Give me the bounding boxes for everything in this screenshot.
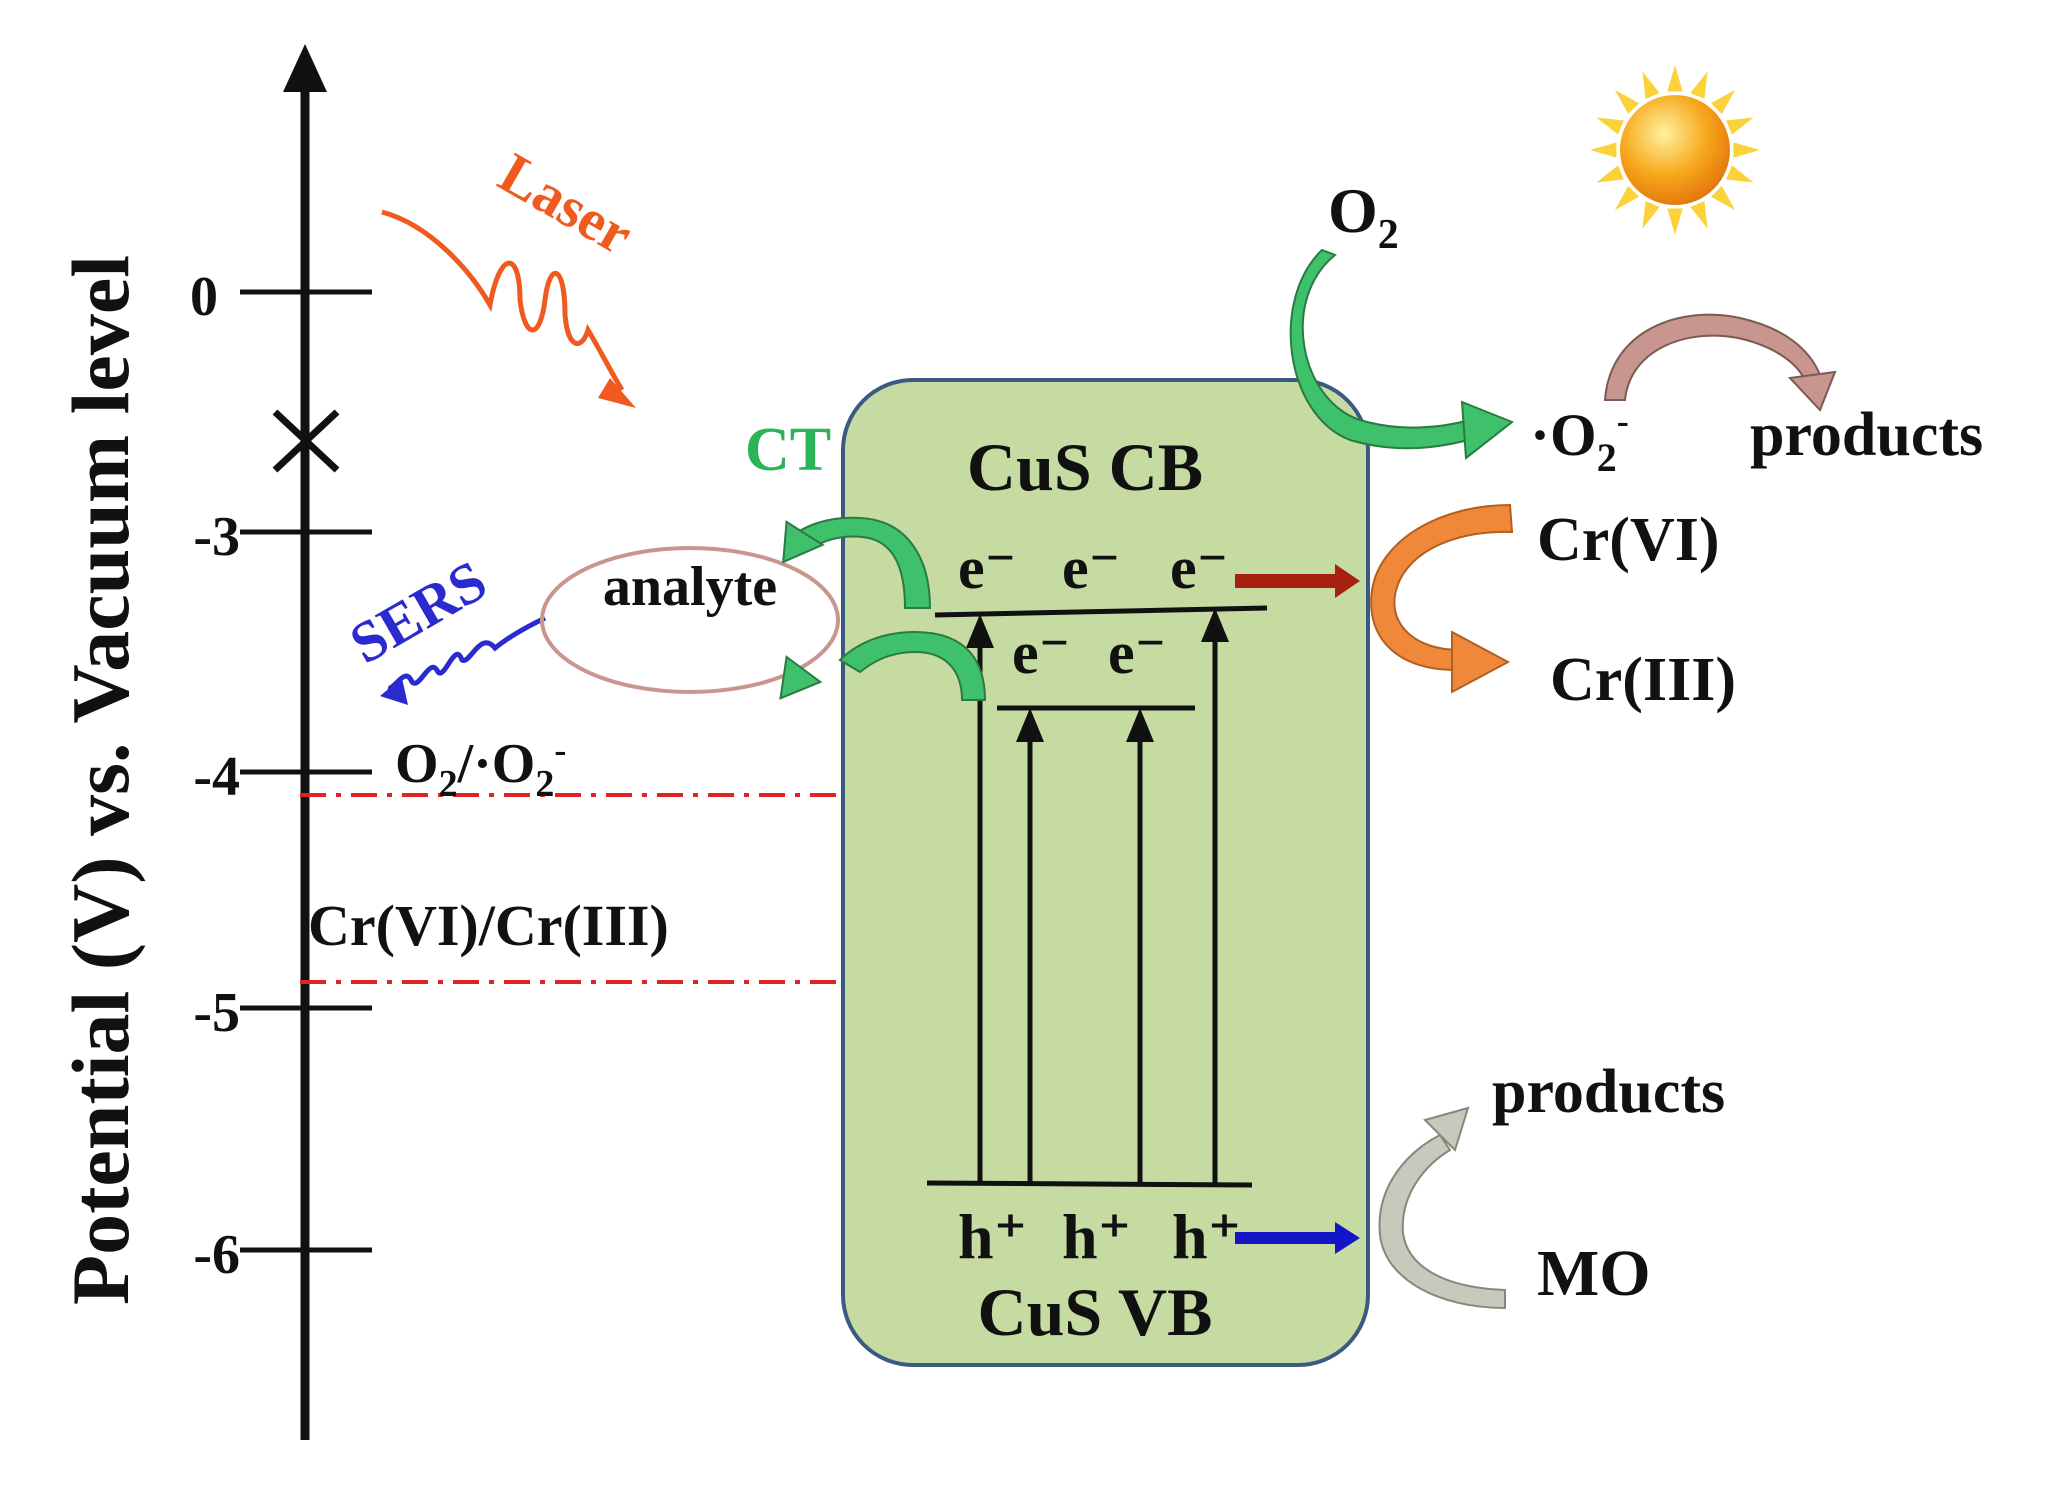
sun-ray xyxy=(1726,165,1754,183)
superoxide-label: ·O2- xyxy=(1530,401,1629,480)
cus-cb-label: CuS CB xyxy=(967,429,1203,505)
sun-ray xyxy=(1642,71,1660,99)
o2-label: O2 xyxy=(1328,175,1399,258)
tick-label-minus-3: -3 xyxy=(193,506,240,568)
sun-disc xyxy=(1620,95,1730,205)
cross-mark-icon xyxy=(272,409,340,473)
potential-axis xyxy=(240,44,372,1440)
cr-couple-label: Cr(VI)/Cr(III) xyxy=(308,893,669,958)
sun-ray xyxy=(1596,165,1624,183)
axis-label: Potential (V) vs. Vacuum level xyxy=(55,255,146,1305)
o2-reduction-arrow xyxy=(1289,248,1514,460)
cus-vb-label: CuS VB xyxy=(978,1274,1213,1350)
sun-ray xyxy=(1590,142,1617,158)
sun-ray xyxy=(1614,185,1640,211)
sers-wave-arrow xyxy=(380,615,547,705)
sun-ray xyxy=(1690,201,1708,229)
sun-ray xyxy=(1710,89,1736,115)
vb-level-line xyxy=(926,1180,1253,1188)
mo-label: MO xyxy=(1537,1237,1651,1310)
superoxide-to-products-arrow xyxy=(1603,313,1837,412)
sun-ray xyxy=(1733,142,1760,158)
tick-label-minus-4: -4 xyxy=(193,746,240,808)
excitation-arrows xyxy=(966,608,1229,1183)
sun-icon xyxy=(1590,65,1760,235)
cb-level-line xyxy=(934,605,1268,618)
laser-wave-arrow xyxy=(381,209,636,408)
cr6-label: Cr(VI) xyxy=(1537,506,1720,574)
ct-arrow-upper xyxy=(782,516,932,609)
cr-reduction-arrow xyxy=(1370,503,1514,694)
electron-mid-2: e⁻ xyxy=(1108,620,1166,686)
hole-vb-1: h⁺ xyxy=(958,1201,1027,1272)
laser-label: Laser xyxy=(489,140,644,267)
sun-ray xyxy=(1690,71,1708,99)
mo-oxidation-arrow xyxy=(1378,1106,1506,1310)
tick-label-0: 0 xyxy=(190,266,218,328)
sun-ray xyxy=(1667,208,1683,235)
electron-cb-1: e⁻ xyxy=(958,535,1016,601)
ct-label: CT xyxy=(745,416,831,484)
analyte-ellipse xyxy=(540,546,840,694)
electron-mid-1: e⁻ xyxy=(1012,620,1070,686)
analyte-label: analyte xyxy=(603,556,777,618)
sun-ray xyxy=(1726,117,1754,135)
sun-ray xyxy=(1642,201,1660,229)
cus-box xyxy=(841,378,1370,1367)
electron-cb-2: e⁻ xyxy=(1062,535,1120,601)
tick-label-minus-6: -6 xyxy=(193,1224,240,1286)
sun-ray xyxy=(1596,117,1624,135)
o2-superoxide-couple-label: O2/·O2- xyxy=(395,730,566,805)
tick-label-minus-5: -5 xyxy=(193,982,240,1044)
sun-ray xyxy=(1667,65,1683,92)
cb-electron-transfer-arrow xyxy=(1235,564,1360,598)
cr3-label: Cr(III) xyxy=(1550,646,1736,714)
products-bottom-label: products xyxy=(1492,1058,1725,1126)
sun-ray xyxy=(1614,89,1640,115)
ct-arrow-lower xyxy=(779,630,987,701)
hole-vb-2: h⁺ xyxy=(1062,1201,1131,1272)
vb-hole-transfer-arrow xyxy=(1235,1222,1360,1254)
electron-cb-3: e⁻ xyxy=(1170,535,1228,601)
sun-ray xyxy=(1710,185,1736,211)
products-top-label: products xyxy=(1750,401,1983,469)
sers-label: SERS xyxy=(339,547,497,676)
hole-vb-3: h⁺ xyxy=(1172,1201,1241,1272)
